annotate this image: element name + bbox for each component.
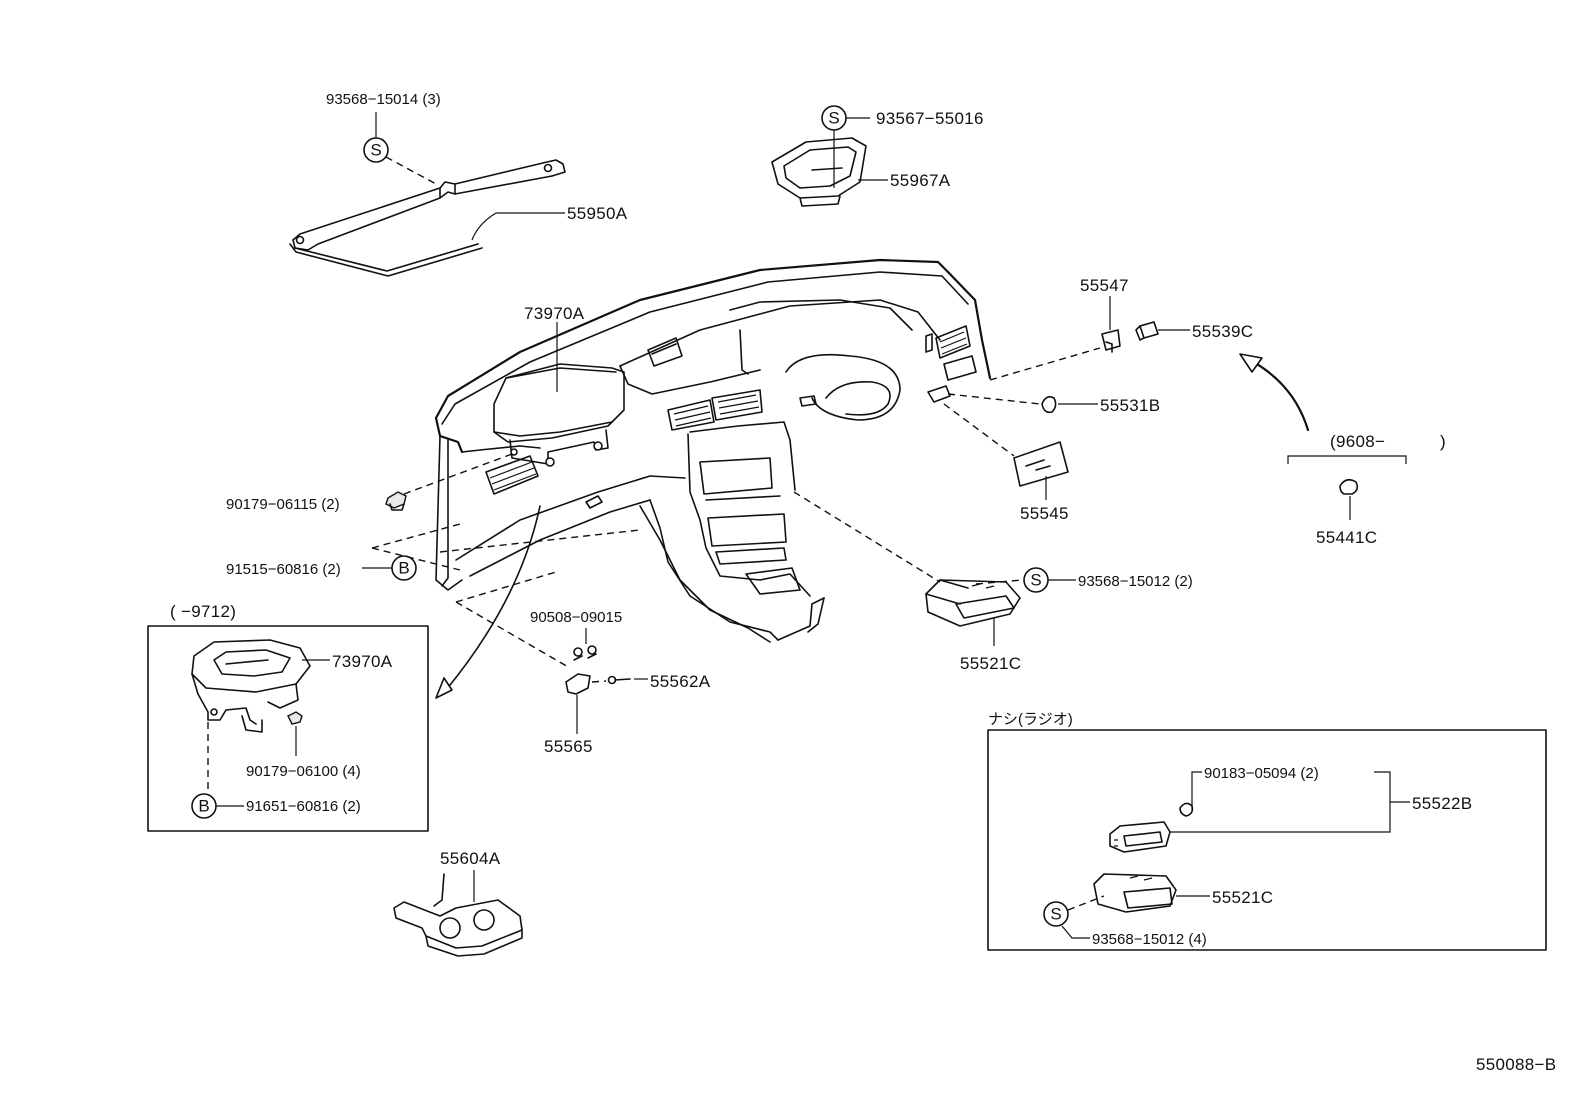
callout-55545: 55545	[1020, 504, 1069, 523]
callout-55539C: 55539C	[1192, 322, 1253, 341]
airbag-assembly-drawing	[191, 639, 311, 733]
symbol-s-label: S	[370, 141, 381, 160]
symbol-s-93568-15012-4	[1043, 901, 1069, 927]
range-9608-close: )	[1440, 432, 1446, 451]
pocket-55521C-inset-drawing	[1093, 873, 1177, 913]
callout-90179-06100: 90179−06100 (4)	[246, 763, 361, 780]
switch-55547-drawing	[1101, 329, 1121, 353]
callout-90183-05094: 90183−05094 (2)	[1204, 765, 1319, 782]
callout-91515-60816: 91515−60816 (2)	[226, 561, 341, 578]
callout-55521C-inset: 55521C	[1212, 888, 1273, 907]
bolt-55562A-drawing	[607, 675, 631, 685]
svg-text:B: B	[398, 559, 409, 578]
defroster-nozzle-drawing	[289, 159, 566, 277]
svg-text:S: S	[828, 109, 839, 128]
callout-93568-15012-2: 93568−15012 (2)	[1078, 573, 1193, 590]
clip-90508-09015-drawing	[573, 645, 597, 661]
range-9608: (9608−	[1330, 432, 1385, 451]
callout-55441C: 55441C	[1316, 528, 1377, 547]
callout-55522B: 55522B	[1412, 794, 1472, 813]
callout-55565: 55565	[544, 737, 593, 756]
clip-90179-06115-drawing	[385, 491, 407, 511]
svg-text:S: S	[1050, 905, 1061, 924]
cover-55522B-drawing	[1109, 821, 1171, 853]
callout-55967A: 55967A	[890, 171, 951, 190]
instrument-panel-drawing	[434, 258, 992, 643]
cup-holder-box-55967A-drawing	[771, 137, 867, 207]
label-nashi-radio: ナシ(ラジオ)	[988, 711, 1073, 728]
clip-90183-05094-drawing	[1179, 802, 1194, 817]
clip-55441C-drawing	[1339, 478, 1359, 495]
callout-55562A: 55562A	[650, 672, 711, 691]
inset-box-9712	[147, 625, 429, 832]
callout-55547: 55547	[1080, 276, 1129, 295]
callout-91651-60816: 91651−60816 (2)	[246, 798, 361, 815]
range-9712: ( −9712)	[170, 602, 236, 621]
switch-55565-drawing	[565, 673, 591, 695]
callout-73970A-main: 73970A	[524, 304, 585, 323]
pocket-55521C-drawing	[925, 579, 1021, 627]
inset-box-nashi-radio	[987, 729, 1547, 951]
bezel-55545-drawing	[1013, 441, 1069, 487]
callout-55521C-main: 55521C	[960, 654, 1021, 673]
callout-73970A-inset: 73970A	[332, 652, 393, 671]
callout-93568-15012-4: 93568−15012 (4)	[1092, 931, 1207, 948]
svg-text:B: B	[198, 797, 209, 816]
svg-text:S: S	[1030, 571, 1041, 590]
callout-93567-55016: 93567−55016	[876, 109, 984, 128]
callout-90179-06115: 90179−06115 (2)	[226, 496, 340, 513]
callout-55531B: 55531B	[1100, 396, 1160, 415]
cup-holder-55604A-drawing	[393, 873, 523, 957]
knob-55531B-drawing	[1041, 396, 1057, 414]
document-code: 550088−B	[1476, 1055, 1556, 1074]
switch-55539C-drawing	[1135, 321, 1159, 341]
callout-55604A: 55604A	[440, 849, 501, 868]
callout-55950A: 55950A	[567, 204, 628, 223]
callout-90508-09015: 90508−09015	[530, 609, 622, 626]
callout-93568-15014: 93568−15014 (3)	[326, 91, 441, 108]
